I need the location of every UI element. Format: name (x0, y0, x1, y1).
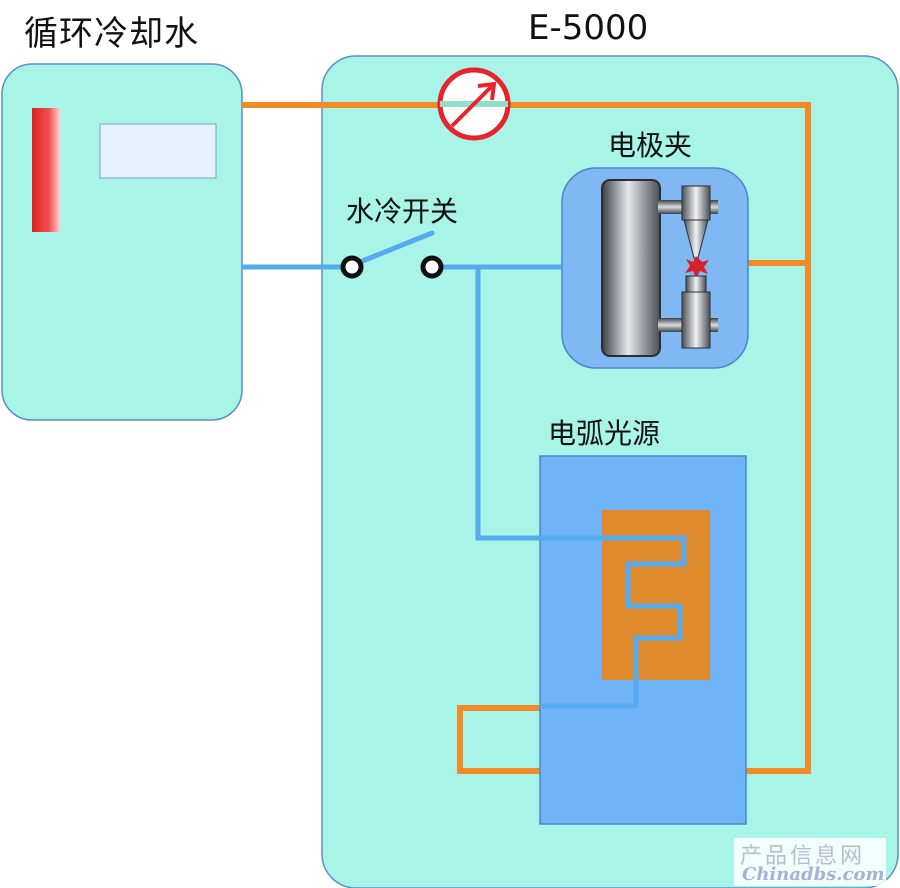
watermark-line1: 产品信息网 (740, 844, 866, 869)
chiller-unit (1, 63, 243, 421)
chiller-display (99, 123, 217, 179)
heater-bar (32, 108, 60, 232)
watermark: 产品信息网 Chinadbs.com (734, 838, 886, 886)
chiller-label: 循环冷却水 (24, 14, 199, 54)
spark-icon (685, 256, 709, 278)
arc-source-label: 电弧光源 (548, 417, 661, 450)
watermark-line2: Chinadbs.com (742, 864, 885, 885)
instrument-title: E-5000 (528, 8, 649, 48)
power-circuit (242, 102, 811, 774)
electrode-clamp (561, 167, 749, 369)
water-cooling-switch-label: 水冷开关 (346, 195, 459, 228)
meter-arrow-icon (437, 67, 511, 141)
switch-icon (357, 230, 435, 265)
water-circuit (242, 264, 687, 709)
electrode-clamp-label: 电极夹 (608, 129, 693, 162)
water-cooling-switch (340, 230, 444, 279)
